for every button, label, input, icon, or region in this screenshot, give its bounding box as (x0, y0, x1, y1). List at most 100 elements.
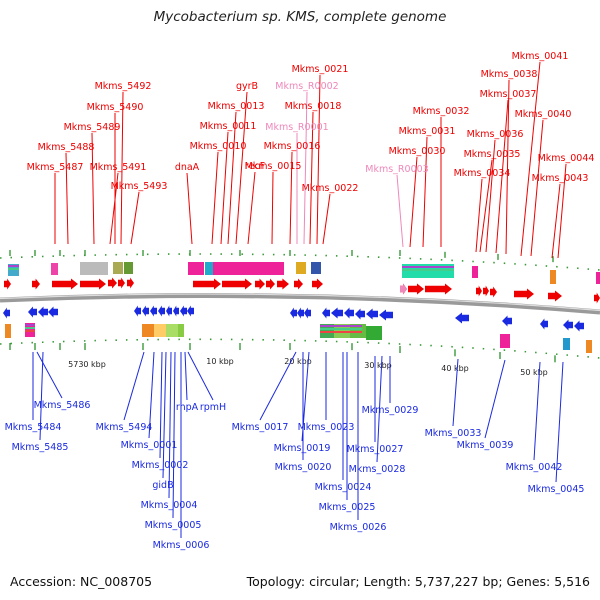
svg-text:Mkms_0006: Mkms_0006 (153, 540, 210, 551)
forward-gene-arrow (408, 283, 424, 295)
svg-text:Mkms_0005: Mkms_0005 (145, 520, 202, 531)
reverse-gene-arrow (142, 305, 149, 317)
svg-text:Mkms_0019: Mkms_0019 (274, 443, 331, 454)
svg-text:Mkms_0028: Mkms_0028 (349, 464, 406, 475)
forward-gene-arrow (476, 285, 482, 297)
reverse-gene-label: Mkms_5486 (34, 351, 90, 411)
scale-label: 30 kbp (364, 361, 392, 370)
forward-gene-label: Mkms_0016 (264, 141, 320, 245)
svg-text:Mkms_0001: Mkms_0001 (121, 440, 178, 451)
svg-text:gyrB: gyrB (236, 81, 258, 92)
forward-gene-label: Mkms_0034 (454, 168, 511, 253)
reverse-gene-arrow (173, 305, 179, 317)
svg-text:Mkms_0033: Mkms_0033 (425, 428, 482, 439)
reverse-gene-label: gidB (152, 351, 174, 491)
svg-text:Mkms_5492: Mkms_5492 (95, 81, 152, 92)
reverse-gene-arrow (180, 305, 187, 317)
svg-text:Mkms_0045: Mkms_0045 (528, 484, 585, 495)
svg-text:Mkms_0026: Mkms_0026 (330, 522, 387, 533)
svg-text:Mkms_0024: Mkms_0024 (315, 482, 372, 493)
svg-text:Mkms_0031: Mkms_0031 (399, 126, 456, 137)
svg-text:Mkms_5488: Mkms_5488 (38, 142, 95, 153)
reverse-gene-label: Mkms_0024 (315, 352, 372, 493)
forward-gene-label: Mkms_0037 (480, 89, 536, 254)
track-lines (0, 253, 600, 359)
reverse-gene-arrow (297, 307, 304, 319)
reverse-gene-arrow (134, 305, 141, 317)
forward-gene-label: Mkms_0018 (285, 101, 341, 245)
svg-text:Mkms_R0001: Mkms_R0001 (265, 122, 328, 133)
svg-text:recF: recF (245, 161, 265, 172)
scale-label: 40 kbp (441, 364, 469, 373)
reverse-gene-label: rnpA (176, 351, 199, 413)
reverse-gene-label: Mkms_0006 (153, 352, 210, 551)
svg-text:Mkms_0043: Mkms_0043 (532, 173, 589, 184)
reverse-gene-label: Mkms_5485 (12, 351, 69, 453)
svg-text:Mkms_0021: Mkms_0021 (292, 64, 349, 75)
svg-text:Mkms_0041: Mkms_0041 (512, 51, 569, 62)
svg-text:Mkms_0036: Mkms_0036 (467, 129, 524, 140)
forward-gene-arrow (80, 278, 106, 290)
reverse-gene-arrow (344, 307, 354, 319)
reverse-gene-arrow (290, 307, 297, 319)
forward-gene-label: Mkms_5489 (64, 122, 121, 245)
forward-gene-label: Mkms_0041 (512, 51, 569, 257)
svg-text:Mkms_0013: Mkms_0013 (208, 101, 265, 112)
forward-gene-label: Mkms_0036 (467, 129, 524, 253)
forward-gene-label: Mkms_0030 (389, 146, 446, 248)
reverse-gene-arrow (540, 318, 548, 330)
svg-text:Mkms_5489: Mkms_5489 (64, 122, 121, 133)
forward-gene-label: Mkms_0031 (399, 126, 456, 248)
forward-gene-arrow (127, 277, 134, 289)
svg-text:Mkms_5494: Mkms_5494 (96, 422, 153, 433)
reverse-gene-label: rpmH (187, 351, 226, 413)
reverse-gene-label: Mkms_0033 (425, 358, 482, 439)
forward-gene-arrow (294, 278, 303, 290)
reverse-gene-label: Mkms_0001 (121, 351, 178, 451)
reverse-gene-arrow (455, 312, 469, 324)
forward-gene-arrow (425, 283, 452, 295)
reverse-gene-arrow (502, 315, 512, 327)
reverse-gene-label: Mkms_0017 (232, 351, 297, 433)
forward-gene-label: dnaA (175, 162, 200, 245)
svg-text:Mkms_0015: Mkms_0015 (245, 161, 302, 172)
forward-gene-label: recF (245, 161, 265, 245)
scale-label: 10 kbp (206, 357, 234, 366)
scale-ticks (9, 250, 556, 363)
reverse-gene-arrow (48, 306, 58, 318)
svg-text:rnpA: rnpA (176, 402, 199, 413)
svg-text:Mkms_0025: Mkms_0025 (319, 502, 376, 513)
reverse-gene-label: Mkms_0028 (349, 355, 406, 475)
reverse-gene-arrow (28, 306, 37, 318)
svg-text:Mkms_0040: Mkms_0040 (515, 109, 572, 120)
svg-text:Mkms_0027: Mkms_0027 (347, 444, 404, 455)
forward-gene-label: Mkms_0022 (302, 183, 359, 245)
forward-gene-label: Mkms_5491 (90, 162, 147, 245)
svg-text:rpmH: rpmH (200, 402, 226, 413)
svg-text:Mkms_R0003: Mkms_R0003 (365, 164, 428, 175)
forward-gene-label: Mkms_0010 (190, 141, 246, 245)
svg-text:Mkms_0034: Mkms_0034 (454, 168, 511, 179)
forward-gene-label: Mkms_0032 (413, 106, 469, 247)
forward-gene-arrow (108, 277, 117, 289)
forward-gene-arrow (266, 278, 275, 290)
svg-text:Mkms_5485: Mkms_5485 (12, 442, 69, 453)
svg-text:Mkms_0029: Mkms_0029 (362, 405, 419, 416)
forward-gene-label: Mkms_0040 (515, 109, 572, 257)
reverse-gene-label: Mkms_0026 (330, 352, 387, 533)
reverse-gene-arrow (322, 307, 330, 319)
reverse-gene-label: Mkms_0039 (457, 359, 513, 451)
reverse-gene-arrow (355, 308, 365, 320)
forward-gene-label: Mkms_0035 (464, 149, 520, 253)
forward-gene-arrow (594, 292, 600, 304)
svg-text:Mkms_0002: Mkms_0002 (132, 460, 189, 471)
svg-text:Mkms_5491: Mkms_5491 (90, 162, 147, 173)
reverse-gene-arrow (158, 305, 165, 317)
forward-gene-arrow (514, 288, 534, 300)
forward-gene-arrow (277, 278, 289, 290)
svg-text:Mkms_0044: Mkms_0044 (538, 153, 595, 164)
svg-text:Mkms_0022: Mkms_0022 (302, 183, 359, 194)
svg-text:Mkms_0030: Mkms_0030 (389, 146, 446, 157)
svg-text:Mkms_5490: Mkms_5490 (87, 102, 144, 113)
